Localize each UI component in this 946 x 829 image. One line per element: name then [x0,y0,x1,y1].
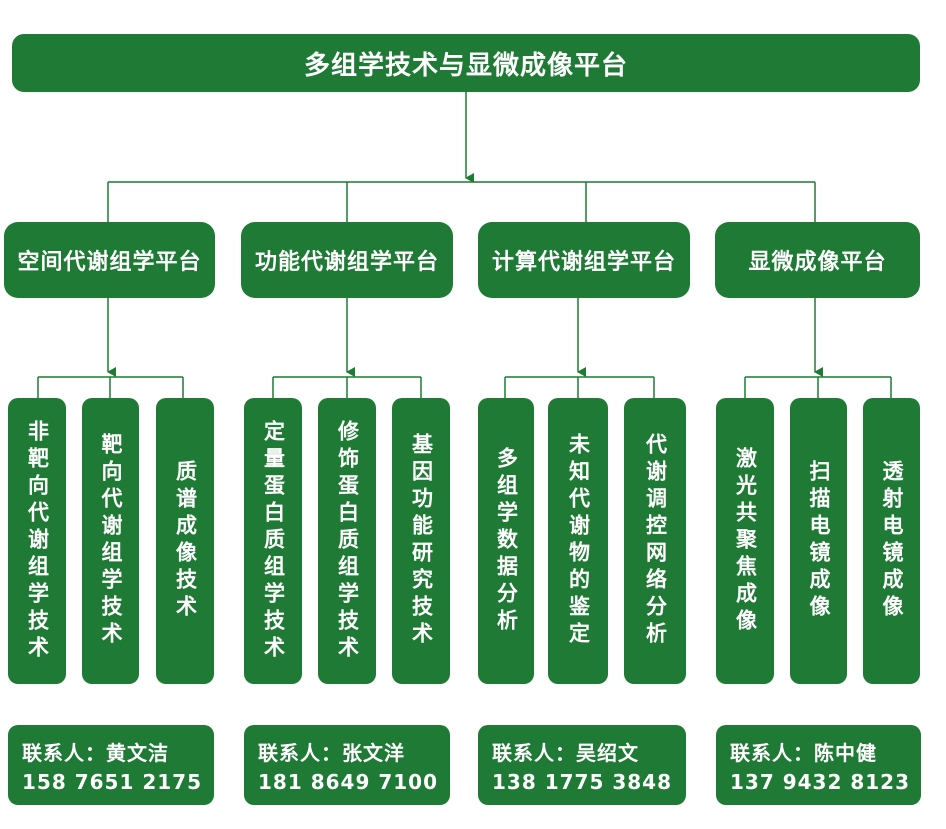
contact-person: 联系人：张文洋 [258,740,405,765]
technique-box: 未知代谢物的鉴定 [548,398,608,684]
technique-label: 代谢调控网络分析 [643,433,668,649]
contact-person: 联系人：吴绍文 [492,740,639,765]
technique-box: 定量蛋白质组学技术 [244,398,302,684]
technique-box: 非靶向代谢组学技术 [8,398,66,684]
contact-phone: 138 1775 3848 [492,769,673,794]
technique-label: 质谱成像技术 [173,460,198,622]
category-microscopy-imaging: 显微成像平台 [715,222,920,298]
category-computational-metabolomics: 计算代谢组学平台 [478,222,690,298]
technique-label: 定量蛋白质组学技术 [261,419,286,663]
technique-box: 扫描电镜成像 [790,398,847,684]
contact-card: 联系人：吴绍文 138 1775 3848 [478,725,686,805]
technique-box: 代谢调控网络分析 [624,398,686,684]
technique-label: 基因功能研究技术 [409,433,434,649]
contact-phone: 181 8649 7100 [258,769,439,794]
category-functional-metabolomics: 功能代谢组学平台 [241,222,453,298]
technique-box: 透射电镜成像 [863,398,920,684]
technique-box: 质谱成像技术 [156,398,214,684]
technique-box: 多组学数据分析 [478,398,534,684]
contact-card: 联系人：黄文洁 158 7651 2175 [8,725,214,805]
technique-label: 透射电镜成像 [880,460,904,622]
technique-box: 激光共聚焦成像 [716,398,774,684]
technique-box: 修饰蛋白质组学技术 [318,398,376,684]
contact-card: 联系人：陈中健 137 9432 8123 [716,725,921,805]
contact-person: 联系人：陈中健 [730,740,877,765]
technique-box: 基因功能研究技术 [392,398,450,684]
technique-label: 扫描电镜成像 [807,460,831,622]
category-spatial-metabolomics: 空间代谢组学平台 [4,222,215,298]
technique-label: 非靶向代谢组学技术 [25,419,50,663]
technique-label: 靶向代谢组学技术 [99,433,123,649]
technique-label: 未知代谢物的鉴定 [566,433,591,649]
technique-label: 多组学数据分析 [494,446,519,636]
contact-phone: 158 7651 2175 [22,769,203,794]
platform-title: 多组学技术与显微成像平台 [12,34,920,92]
technique-box: 靶向代谢组学技术 [82,398,139,684]
technique-label: 修饰蛋白质组学技术 [335,419,360,663]
contact-phone: 137 9432 8123 [730,769,911,794]
contact-person: 联系人：黄文洁 [22,740,169,765]
contact-card: 联系人：张文洋 181 8649 7100 [244,725,450,805]
technique-label: 激光共聚焦成像 [733,446,758,636]
